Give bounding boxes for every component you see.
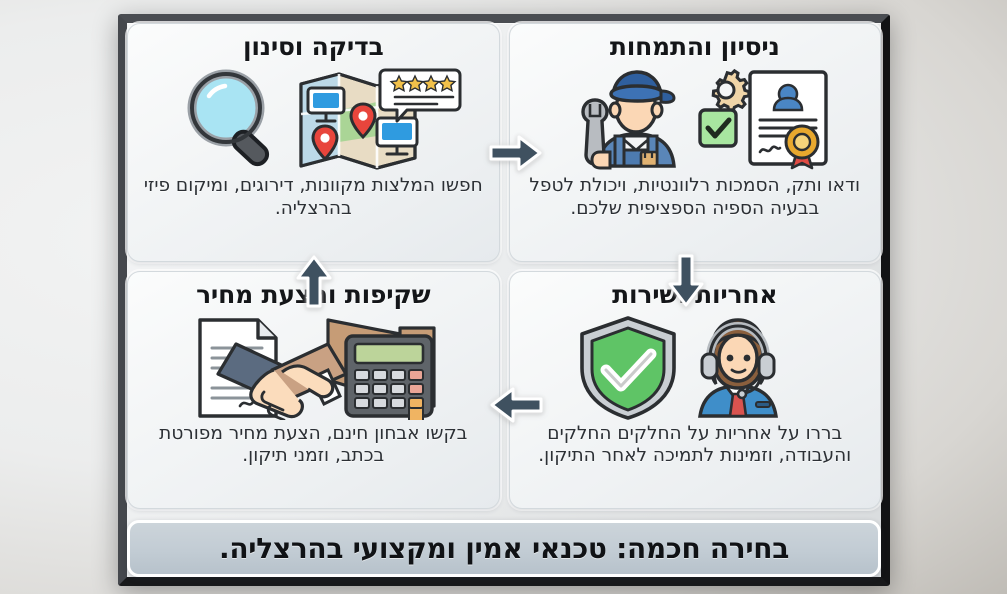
award-seal-icon: [784, 124, 820, 170]
arrow-up-left: [295, 254, 333, 308]
support-agent-icon: [697, 317, 778, 418]
arrow-left-bottom: [489, 386, 543, 424]
summary-banner: בחירה חכמה: טכנאי אמין ומקצועי בהרצליה.: [127, 520, 881, 577]
shield-check-icon: [579, 315, 676, 420]
card-body: ודאו ותק, הסמכות רלוונטיות, ויכולת לטפל …: [529, 175, 861, 219]
green-check-icon: [698, 108, 738, 148]
card-title: בדיקה וסינון: [242, 32, 384, 61]
magnifier-icon: [187, 69, 270, 167]
card-inspection-and-screening[interactable]: בדיקה וסינון: [127, 23, 500, 262]
map-pin-icon: [349, 102, 377, 140]
cards-grid: בדיקה וסינון: [127, 23, 881, 509]
card-experience-and-expertise[interactable]: ניסיון והתמחות: [508, 23, 881, 262]
certificate-icon: [748, 70, 828, 170]
card-title: ניסיון והתמחות: [609, 32, 780, 61]
card-body: חפשו המלצות מקוונות, דירוגים, ומיקום פיז…: [143, 175, 483, 219]
gear-icon: [711, 68, 751, 114]
review-stars-icon: [378, 68, 462, 123]
summary-banner-text: בחירה חכמה: טכנאי אמין ומקצועי בהרצליה.: [219, 532, 789, 565]
headset-icon: [700, 321, 776, 399]
arrow-right-top: [489, 134, 543, 172]
card-artwork-inspection: [163, 65, 463, 173]
calculator-icon: [326, 317, 436, 420]
card-warranty-and-service[interactable]: אחריות ושירות: [508, 270, 881, 509]
handshake-icon: [216, 341, 348, 420]
map-pin-icon: [311, 124, 339, 162]
poster-inner: בדיקה וסינון: [127, 23, 881, 577]
card-body: בקשו אבחון חינם, הצעת מחיר מפורטת בכתב, …: [159, 422, 468, 467]
card-artwork-warranty: [570, 313, 820, 421]
card-artwork-transparency: [178, 313, 448, 421]
monitor-icon: [306, 86, 346, 123]
technician-icon: [581, 70, 676, 170]
card-transparency-and-quote[interactable]: שקיפות והצעת מחיר: [127, 270, 500, 509]
arrow-down-right: [667, 254, 705, 308]
card-body: בררו על אחריות על החלקים החלקים והעבודה,…: [538, 422, 852, 467]
card-artwork-experience: [560, 65, 830, 173]
